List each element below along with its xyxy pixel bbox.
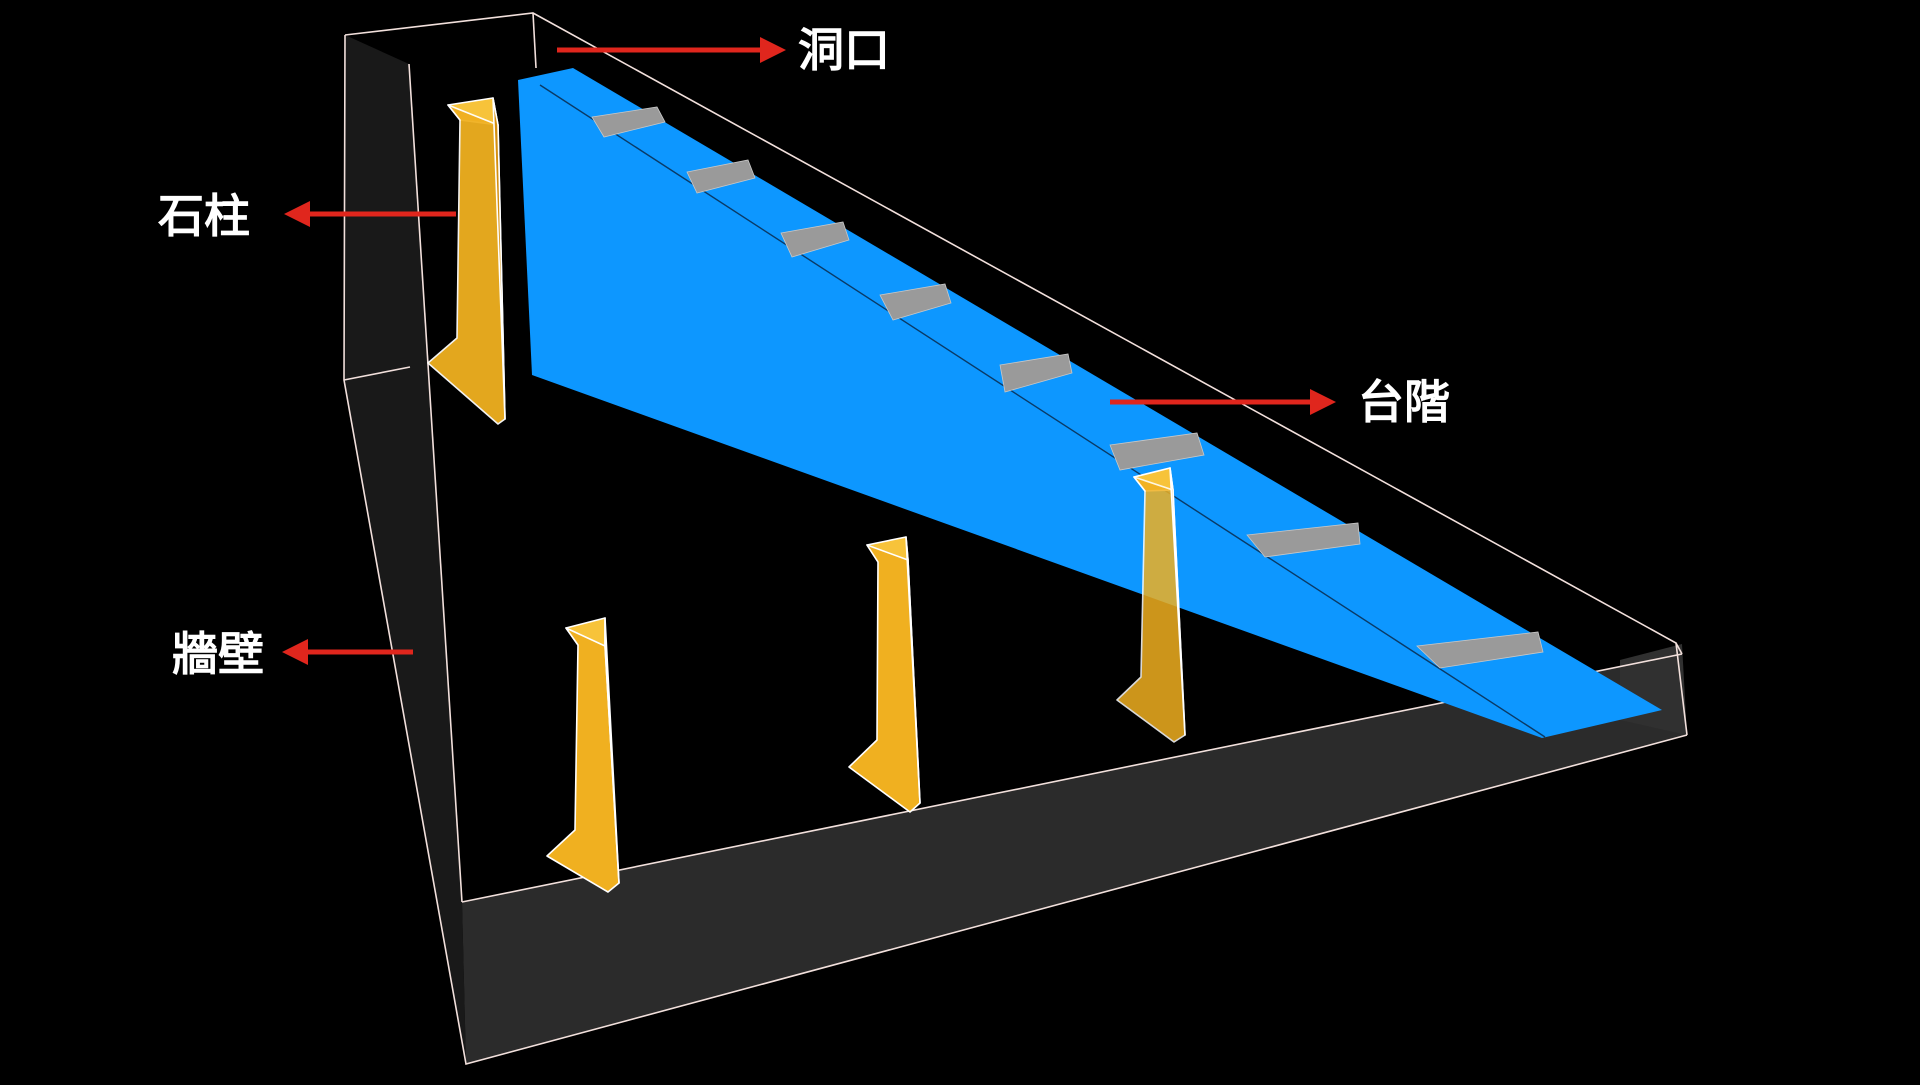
step	[591, 106, 666, 138]
stone-pillar	[546, 617, 620, 893]
steps-label: 台階	[1358, 375, 1450, 429]
step	[1246, 522, 1361, 558]
stone-pillar-label: 石柱	[158, 189, 250, 243]
ramp-ridge-line	[539, 84, 1546, 738]
step	[1109, 432, 1205, 471]
left-wall-face	[344, 35, 466, 1064]
steps-group	[591, 106, 1544, 669]
step	[999, 353, 1073, 393]
step	[879, 283, 952, 321]
cave-entrance-label: 洞口	[798, 23, 890, 77]
step	[1416, 631, 1544, 669]
stone-pillar	[1116, 467, 1186, 743]
pillars	[427, 97, 1186, 893]
stone-pillar	[427, 97, 506, 425]
floor-front-face	[462, 654, 1687, 1064]
wall-box	[343, 12, 1688, 1065]
arrowheads	[282, 37, 1336, 665]
step	[686, 159, 756, 194]
arrows	[296, 45, 1322, 657]
stone-pillar	[848, 536, 921, 813]
wall-label: 牆壁	[172, 627, 264, 681]
labels: 洞口 石柱 台階 牆壁	[158, 23, 1450, 681]
step	[780, 221, 850, 258]
